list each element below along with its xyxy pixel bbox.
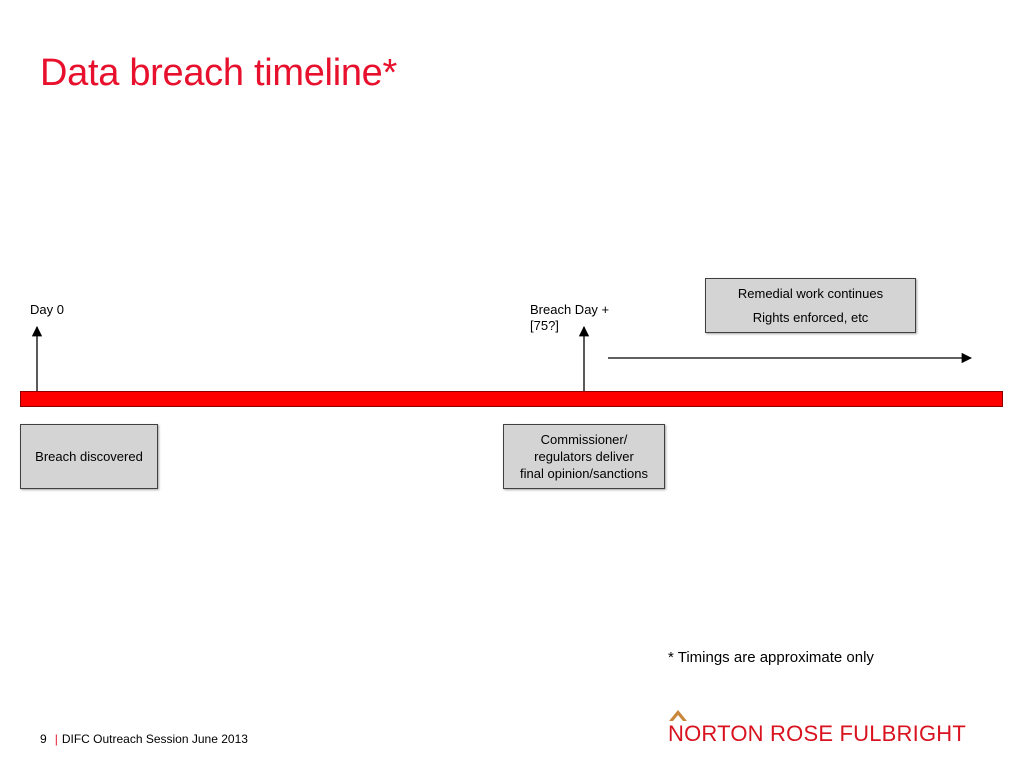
breach-discovered-box: Breach discovered [20, 424, 158, 489]
breach-day-label: Breach Day + [75?] [530, 302, 610, 333]
slide-footer: 9 |DIFC Outreach Session June 2013 [40, 732, 248, 746]
timing-footnote: * Timings are approximate only [668, 649, 874, 666]
page-number: 9 [40, 732, 47, 746]
commissioner-box: Commissioner/ regulators deliver final o… [503, 424, 665, 489]
timeline-bar [20, 391, 1003, 407]
slide-title: Data breach timeline* [40, 52, 398, 94]
logo-wordmark: NORTON ROSE FULBRIGHT [668, 721, 966, 746]
company-logo: NORTON ROSE FULBRIGHT [668, 707, 988, 747]
remedial-work-box: Remedial work continues Rights enforced,… [705, 278, 916, 333]
footer-separator: | [54, 732, 58, 746]
logo-chevron-icon [669, 710, 687, 721]
session-label: DIFC Outreach Session June 2013 [61, 732, 248, 746]
day-0-label: Day 0 [30, 302, 64, 317]
